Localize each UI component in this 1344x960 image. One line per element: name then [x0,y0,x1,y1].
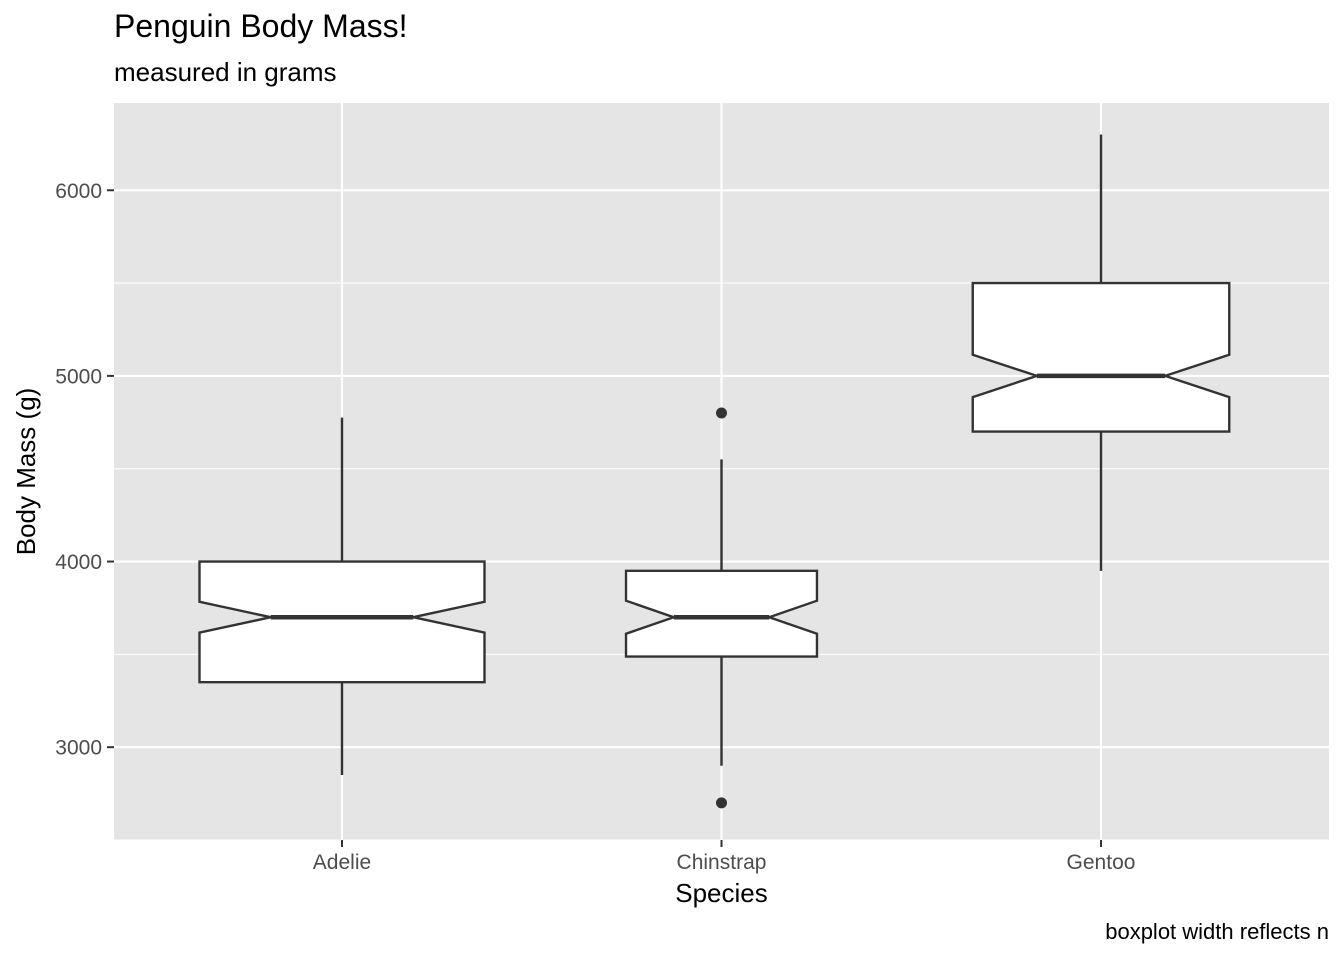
box-gentoo [971,134,1231,571]
box-body [971,281,1231,433]
y-axis: 3000 4000 5000 6000 [55,180,114,760]
y-tick-label: 5000 [55,365,102,388]
outlier-point [716,797,727,809]
y-axis-title: Body Mass (g) [11,388,41,556]
box-body [624,569,819,658]
x-tick-label: Gentoo [1067,851,1136,874]
boxes [198,134,1231,809]
x-axis-title: Species [675,878,768,908]
box-body [198,560,486,684]
chart-subtitle: measured in grams [114,57,337,87]
x-axis: Adelie Chinstrap Gentoo [313,840,1136,874]
x-tick-label: Chinstrap [677,851,767,874]
box-adelie [198,417,486,776]
box-chinstrap [624,407,819,809]
chart-caption: boxplot width reflects n [1105,919,1329,944]
chart-title: Penguin Body Mass! [114,8,408,44]
outlier-point [716,407,727,419]
y-tick-label: 4000 [55,551,102,574]
y-tick-label: 6000 [55,180,102,203]
x-tick-label: Adelie [313,851,371,874]
y-tick-label: 3000 [55,737,102,760]
